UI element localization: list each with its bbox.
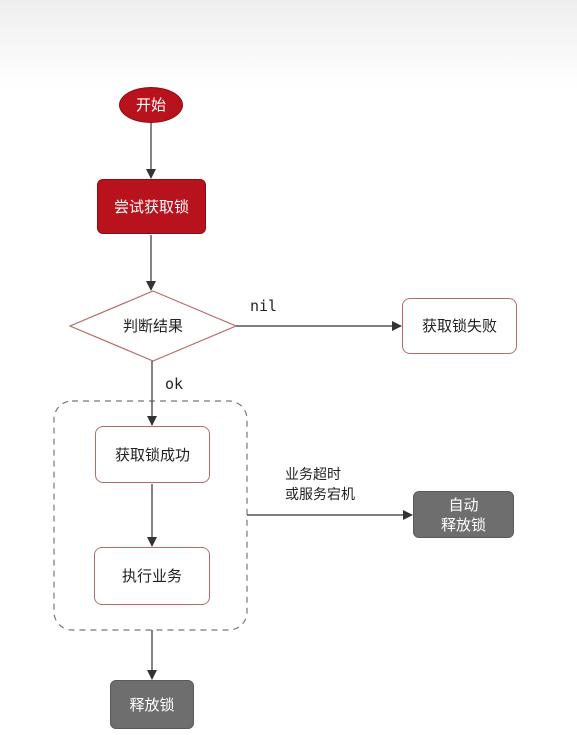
auto-release-node: 自动 释放锁 [413,491,514,538]
fail-node: 获取锁失败 [402,298,517,354]
execute-node: 执行业务 [94,547,210,605]
success-node: 获取锁成功 [95,426,210,483]
release-node-label: 释放锁 [129,695,175,714]
service-group-box [53,400,248,631]
release-node: 释放锁 [110,680,194,729]
try-lock-label: 尝试获取锁 [113,197,189,216]
start-node-label: 开始 [135,96,166,114]
success-node-label: 获取锁成功 [114,445,190,464]
decision-label: 判断结果 [122,317,183,335]
edge-label-timeout: 业务超时 或服务宕机 [285,465,405,505]
fail-node-label: 获取锁失败 [421,317,497,335]
auto-release-line-2: 释放锁 [440,515,486,534]
timeout-line-1: 业务超时 [285,467,341,483]
execute-node-label: 执行业务 [121,567,182,585]
try-lock-node: 尝试获取锁 [97,179,206,234]
top-gradient-bar [0,0,577,88]
edge-label-nil: nil [250,297,278,315]
edge-label-ok: ok [165,375,184,393]
auto-release-line-1: 自动 [448,495,479,514]
start-node: 开始 [119,87,183,123]
decision-diamond [68,290,238,362]
timeout-line-2: 或服务宕机 [285,487,355,503]
